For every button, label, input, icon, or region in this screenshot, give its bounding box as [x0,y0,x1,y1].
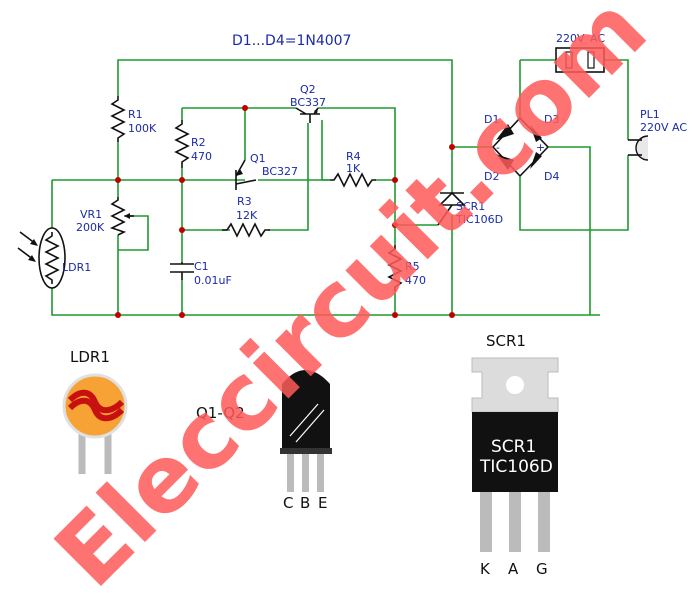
watermark: Eleccircuit.com [35,0,667,594]
transistor-part: Q1-Q2 C B E [196,370,332,512]
svg-text:SCR1: SCR1 [491,437,536,457]
junction-dot [179,312,185,318]
svg-text:R1: R1 [128,108,143,121]
junction-dot [449,144,455,150]
svg-text:SCR1: SCR1 [456,200,485,213]
pin-e: E [318,494,327,512]
junctions [115,105,455,318]
svg-text:470: 470 [405,274,426,287]
resistor-r2: R2 470 [174,120,212,168]
junction-dot [449,312,455,318]
svg-text:R3: R3 [237,195,252,208]
plug-pl1: PL1 220V AC [628,108,687,161]
bridge-rectifier: D1 D3 D2 D4 - + [484,113,559,183]
pin-b: B [300,494,310,512]
svg-text:-: - [496,141,500,154]
pin-a: A [508,560,519,578]
svg-text:SCR1: SCR1 [486,332,526,350]
junction-dot [179,227,185,233]
scr-part: SCR1 SCR1 TIC106D K A G [471,332,559,578]
svg-text:VR1: VR1 [80,208,102,221]
pin-g: G [536,560,548,578]
svg-text:TIC106D: TIC106D [479,457,553,477]
svg-text:LDR1: LDR1 [62,261,91,274]
svg-text:D1: D1 [484,113,499,126]
wires [51,59,629,316]
svg-text:D3: D3 [544,113,559,126]
svg-text:C1: C1 [194,260,209,273]
svg-text:220V: 220V [640,121,669,134]
svg-text:470: 470 [191,150,212,163]
svg-text:Q1: Q1 [250,152,266,165]
svg-text:R4: R4 [346,150,361,163]
svg-text:D2: D2 [484,170,499,183]
pin-c: C [283,494,293,512]
svg-text:AC: AC [590,32,605,45]
svg-text:100K: 100K [128,122,157,135]
svg-text:TIC106D: TIC106D [455,213,503,226]
svg-text:0.01uF: 0.01uF [194,274,232,287]
svg-text:LDR1: LDR1 [70,348,110,366]
potentiometer-vr1: VR1 200K [76,197,134,236]
junction-dot [179,177,185,183]
capacitor-c1: C1 0.01uF [170,260,232,287]
svg-text:200K: 200K [76,221,105,234]
svg-text:Q1-Q2: Q1-Q2 [196,404,245,422]
resistor-r4: R4 1K [330,150,376,188]
ldr-symbol: LDR1 [17,227,91,289]
svg-text:1K: 1K [346,162,361,175]
resistor-r1: R1 100K [110,96,157,142]
svg-text:D4: D4 [544,170,559,183]
svg-text:R5: R5 [405,260,420,273]
svg-text:Q2: Q2 [300,83,316,96]
svg-text:R2: R2 [191,136,206,149]
ldr-part: LDR1 [62,348,128,474]
junction-dot [115,177,121,183]
junction-dot [392,312,398,318]
resistor-r3: R3 12K [222,195,270,238]
junction-dot [115,312,121,318]
svg-text:BC337: BC337 [290,96,326,109]
transistor-q2: Q2 BC337 [290,83,326,123]
junction-dot [242,105,248,111]
ac-load: 220V AC [555,32,605,73]
resistor-r5: R5 470 [387,245,426,291]
diode-note: D1...D4=1N4007 [232,33,351,49]
junction-dot [392,177,398,183]
svg-text:AC: AC [672,121,687,134]
svg-text:BC327: BC327 [262,165,298,178]
pin-k: K [480,560,491,578]
svg-text:PL1: PL1 [640,108,660,121]
junction-dot [392,222,398,228]
svg-text:12K: 12K [236,209,258,222]
svg-text:+: + [536,141,545,154]
svg-text:220V: 220V [556,32,585,45]
transistor-q1: Q1 BC327 [235,152,298,190]
scr-symbol: SCR1 TIC106D [437,191,503,226]
